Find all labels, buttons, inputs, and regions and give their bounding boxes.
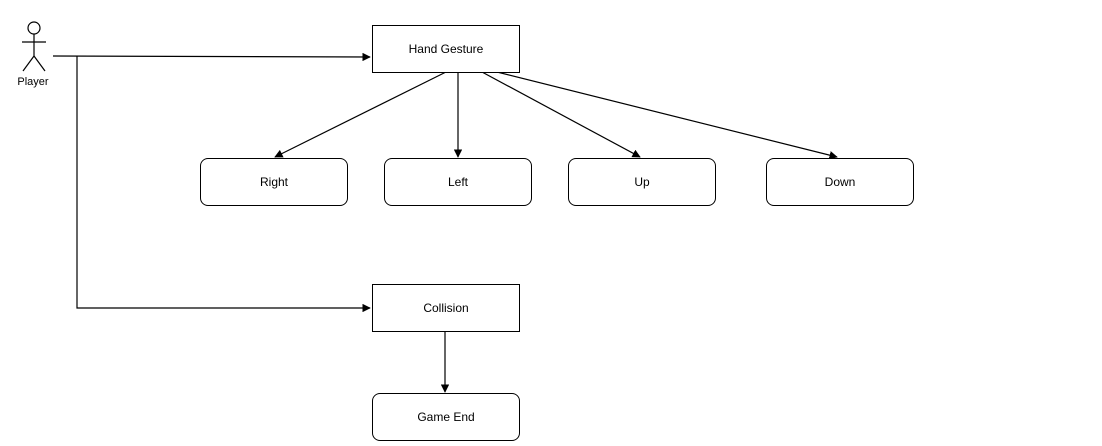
edge-player-collision (76, 56, 371, 313)
edge-player-hand-gesture (52, 52, 371, 62)
up-node[interactable]: Up (568, 158, 716, 206)
hand-gesture-node[interactable]: Hand Gesture (372, 25, 520, 73)
player-label: Player (17, 76, 49, 88)
right-node[interactable]: Right (200, 158, 348, 206)
edge-hand-gesture-right (274, 71, 447, 158)
hand-gesture-label: Hand Gesture (408, 42, 484, 56)
edge-hand-gesture-up (481, 71, 641, 158)
edge-hand-gesture-down (496, 71, 838, 160)
down-label: Down (824, 175, 856, 189)
collision-node[interactable]: Collision (372, 284, 520, 332)
player-actor-icon (22, 21, 46, 72)
left-node[interactable]: Left (384, 158, 532, 206)
up-label: Up (634, 175, 650, 189)
collision-label: Collision (423, 301, 469, 315)
right-label: Right (259, 175, 288, 189)
down-node[interactable]: Down (766, 158, 914, 206)
left-label: Left (447, 175, 468, 189)
game-end-label: Game End (417, 410, 475, 424)
game-end-node[interactable]: Game End (372, 393, 520, 441)
